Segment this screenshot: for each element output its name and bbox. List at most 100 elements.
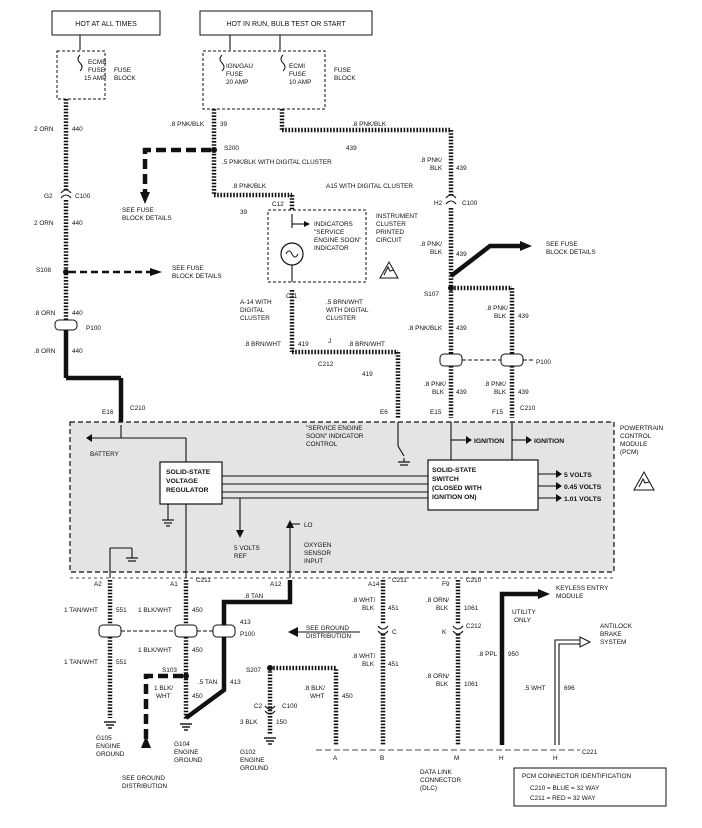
fuse-icon	[77, 54, 83, 72]
label-439-c: 439	[518, 313, 529, 320]
label-g104-engine: ENGINE	[174, 749, 199, 756]
label-8-ppl: .8 PPL	[478, 651, 498, 658]
label-ignition-2: IGNITION	[534, 438, 564, 445]
label-utility-a: UTILITY	[512, 609, 537, 616]
label-450-c: 450	[192, 693, 203, 700]
label-045-volts: 0.45 VOLTS	[564, 484, 602, 491]
legend-line-1: C210 = BLUE = 32 WAY	[530, 785, 600, 792]
label-brn-wht-1: .8 BRN/WHT	[244, 341, 281, 348]
label-a14-b: DIGITAL	[240, 307, 265, 314]
label-c210-top: C210	[130, 405, 146, 412]
arrow-right-icon	[466, 436, 472, 444]
wire-pnk-blk-439	[279, 109, 515, 418]
label-ses-control-b: SOON" INDICATOR	[306, 433, 364, 440]
label-brn-wht-digital-a: .5 BRN/WHT	[326, 299, 363, 306]
splice-s200	[211, 147, 217, 153]
label-see-ground-b: DISTRIBUTION	[306, 633, 351, 640]
label-ses-control-c: CONTROL	[306, 441, 338, 448]
arrow-right-icon	[556, 470, 562, 478]
fuse-ecmi-word: FUSE	[289, 71, 306, 78]
label-439-top: 439	[346, 145, 357, 152]
label-k: K	[442, 629, 447, 636]
label-wht-blk-2-a: .8 WHT/	[352, 653, 376, 660]
label-orn-blk-1-b: BLK	[436, 605, 449, 612]
label-switch-c: (CLOSED WITH	[432, 485, 482, 492]
label-control: CONTROL	[620, 433, 652, 440]
label-2-orn-a: 2 ORN	[34, 126, 54, 133]
splice-s103	[183, 673, 189, 679]
label-dlc-a: DATA LINK	[420, 769, 452, 776]
arrow-right-icon	[556, 494, 562, 502]
label-wht-blk-1-b: BLK	[362, 605, 375, 612]
connector-p100-b2	[174, 624, 198, 638]
fuse-block-label-1a: FUSE	[114, 67, 131, 74]
label-696: 696	[564, 685, 575, 692]
label-551-b: 551	[116, 659, 127, 666]
pcm-connector-legend: PCM CONNECTOR IDENTIFICATION C210 = BLUE…	[513, 767, 667, 807]
label-j: J	[328, 338, 331, 345]
header-hot-at-all-times-text: HOT AT ALL TIMES	[75, 21, 137, 28]
label-g104-ground: GROUND	[174, 757, 203, 764]
label-g102-ground: GROUND	[240, 765, 269, 772]
esd-warning-icon	[633, 470, 655, 491]
pcm-internal-wiring	[86, 422, 562, 578]
label-ses-control-a: "SERVICE ENGINE	[306, 425, 363, 432]
label-e6: E6	[380, 409, 388, 416]
label-g105-engine: ENGINE	[96, 743, 121, 750]
label-pnk3-b: BLK	[494, 313, 507, 320]
label-413-a: 413	[240, 619, 251, 626]
label-tan-wht-1: 1 TAN/WHT	[64, 607, 98, 614]
label-c211: C211	[196, 577, 211, 584]
label-439-e: 439	[456, 389, 467, 396]
label-5-volts-ref-b: REF	[234, 553, 247, 560]
arrow-right-icon	[526, 436, 532, 444]
label-printed: PRINTED	[376, 229, 404, 236]
fuse-block-right: IGN/GAU FUSE 20 AMP ECMI FUSE 10 AMP	[202, 50, 326, 110]
connector-p100-right-a	[439, 353, 463, 367]
label-a12: A12	[270, 581, 282, 588]
connector-p100-left	[54, 319, 78, 331]
connector-p100-right-b	[500, 353, 524, 367]
label-pnk2-a: .8 PNK/	[420, 241, 442, 248]
label-orn-blk-1-a: .8 ORN/	[426, 597, 449, 604]
label-sensor: SENSOR	[304, 550, 331, 557]
label-551-a: 551	[116, 607, 127, 614]
pin-a: A	[333, 755, 338, 762]
label-pnk5-a: .8 PNK/	[424, 381, 446, 388]
fuse-block-label-1b: BLOCK	[114, 75, 136, 82]
label-c211-b: C211	[392, 577, 407, 584]
label-lo: LO	[304, 522, 313, 529]
label-439-b: 439	[456, 251, 467, 258]
label-dlc-b: CONNECTOR	[420, 777, 461, 784]
label-8-orn-b: .8 ORN	[34, 348, 56, 355]
label-440-c: 440	[72, 310, 83, 317]
label-pnk4: .8 PNK/BLK	[408, 325, 443, 332]
label-pnk1-b: BLK	[430, 165, 443, 172]
label-s108: S108	[36, 267, 51, 274]
label-2-orn-b: 2 ORN	[34, 220, 54, 227]
label-413-b: 413	[230, 679, 241, 686]
label-p100-bottom: P100	[240, 631, 255, 638]
label-f15: F15	[492, 409, 503, 416]
arrow-down-icon	[140, 192, 150, 204]
label-keyless-b: MODULE	[556, 593, 583, 600]
label-f9: F9	[442, 581, 450, 588]
label-c: C	[392, 629, 397, 636]
label-c212-bottom: C212	[466, 623, 482, 630]
arrow-right-icon	[304, 221, 310, 227]
header-hot-at-all-times: HOT AT ALL TIMES	[51, 10, 161, 36]
label-see-fuse-right-a: SEE FUSE	[546, 241, 578, 248]
label-a1: A1	[170, 581, 178, 588]
label-440-b: 440	[72, 220, 83, 227]
label-1061-a: 1061	[464, 605, 479, 612]
fuse-icon	[280, 54, 286, 72]
label-keyless-a: KEYLESS ENTRY	[556, 585, 609, 592]
label-e16: E16	[102, 409, 114, 416]
label-switch-a: SOLID-STATE	[432, 467, 477, 474]
wire-orn-440	[60, 99, 124, 425]
label-brn-wht-digital-b: WITH DIGITAL	[326, 307, 369, 314]
label-regulator-a: SOLID-STATE	[166, 469, 211, 476]
label-module: MODULE	[620, 441, 647, 448]
label-5-tan: .5 TAN	[198, 679, 218, 686]
label-pnk3-a: .8 PNK/	[486, 305, 508, 312]
